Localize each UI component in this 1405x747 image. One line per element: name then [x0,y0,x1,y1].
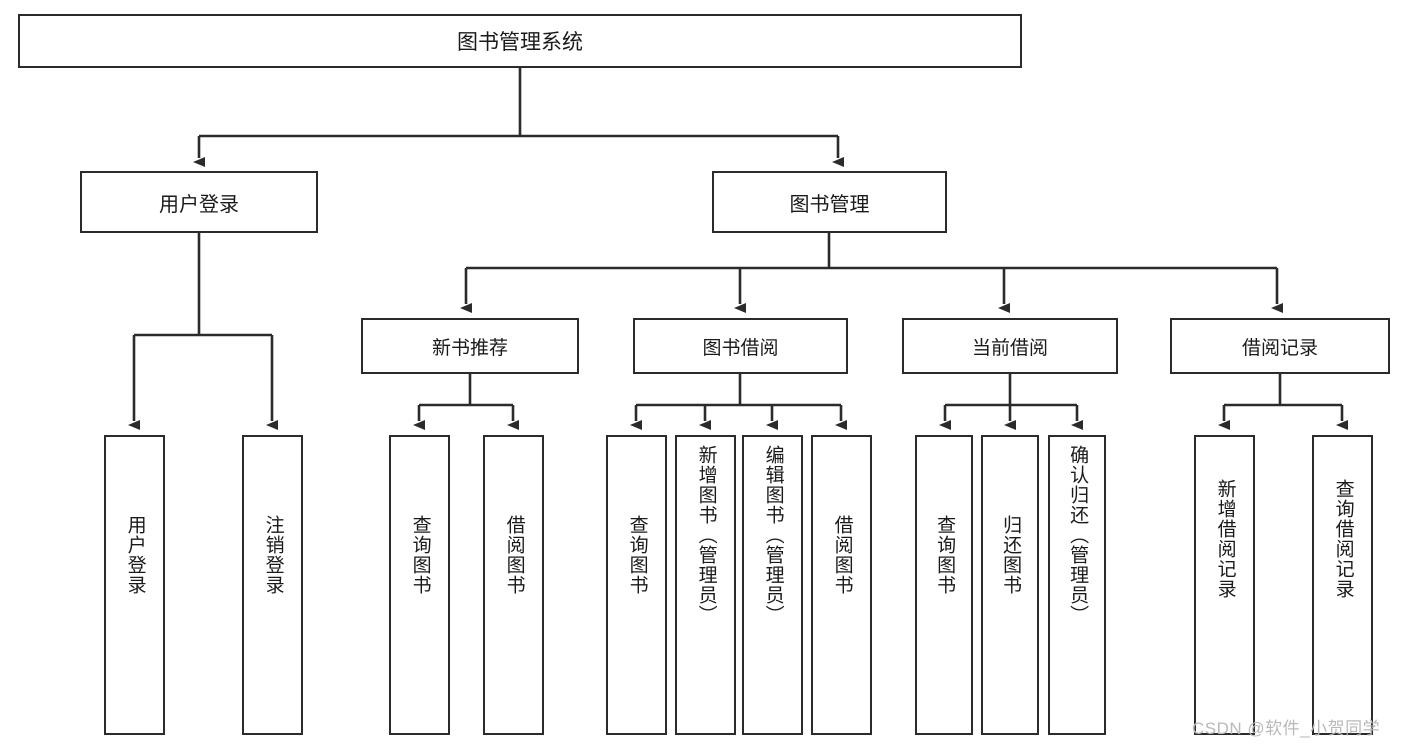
node-label: 借阅记录 [1241,337,1318,359]
leaf-add-book[interactable]: 新增图书（管理员） [675,435,736,735]
leaf-label: 查询图书 [409,515,431,595]
leaf-label: 借阅图书 [503,515,525,595]
leaf-query-book-2[interactable]: 查询图书 [606,435,667,735]
leaf-label: 归还图书 [1000,515,1022,595]
watermark-text: CSDN @软件_小贺同学 [1192,719,1381,738]
leaf-edit-book[interactable]: 编辑图书（管理员） [742,435,803,735]
leaf-add-record[interactable]: 新增借阅记录 [1194,435,1255,735]
leaf-label: 新增借阅记录 [1214,479,1236,599]
leaf-label: 查询图书 [934,515,956,595]
leaf-label: 编辑图书（管理员） [762,445,784,625]
node-label: 用户登录 [159,193,239,216]
node-book-manage[interactable]: 图书管理 [712,171,947,233]
leaf-query-book-1[interactable]: 查询图书 [389,435,450,735]
leaf-label: 查询图书 [626,515,648,595]
leaf-label: 借阅图书 [831,515,853,595]
node-label: 图书管理 [789,193,870,216]
leaf-label: 注销登录 [262,515,284,595]
leaf-label: 新增图书（管理员） [695,445,717,625]
leaf-user-login[interactable]: 用户登录 [104,435,165,735]
leaf-logout-login[interactable]: 注销登录 [242,435,303,735]
leaf-query-book-3[interactable]: 查询图书 [915,435,973,735]
leaf-label: 用户登录 [124,515,146,595]
leaf-return-book[interactable]: 归还图书 [981,435,1039,735]
node-new-book-recommend[interactable]: 新书推荐 [361,318,579,374]
leaf-borrow-book-2[interactable]: 借阅图书 [811,435,872,735]
leaf-confirm-return[interactable]: 确认归还（管理员） [1048,435,1106,735]
leaf-query-record[interactable]: 查询借阅记录 [1312,435,1373,735]
node-label: 当前借阅 [971,337,1048,359]
node-user-login[interactable]: 用户登录 [80,171,318,233]
node-book-borrow[interactable]: 图书借阅 [633,318,848,374]
node-borrow-record[interactable]: 借阅记录 [1170,318,1390,374]
node-label: 新书推荐 [431,337,508,359]
leaf-label: 确认归还（管理员） [1067,445,1089,625]
node-label: 图书管理系统 [457,31,583,54]
node-root-system[interactable]: 图书管理系统 [18,14,1022,68]
node-label: 图书借阅 [702,337,779,359]
leaf-label: 查询借阅记录 [1332,479,1354,599]
leaf-borrow-book-1[interactable]: 借阅图书 [483,435,544,735]
node-current-borrow[interactable]: 当前借阅 [902,318,1118,374]
